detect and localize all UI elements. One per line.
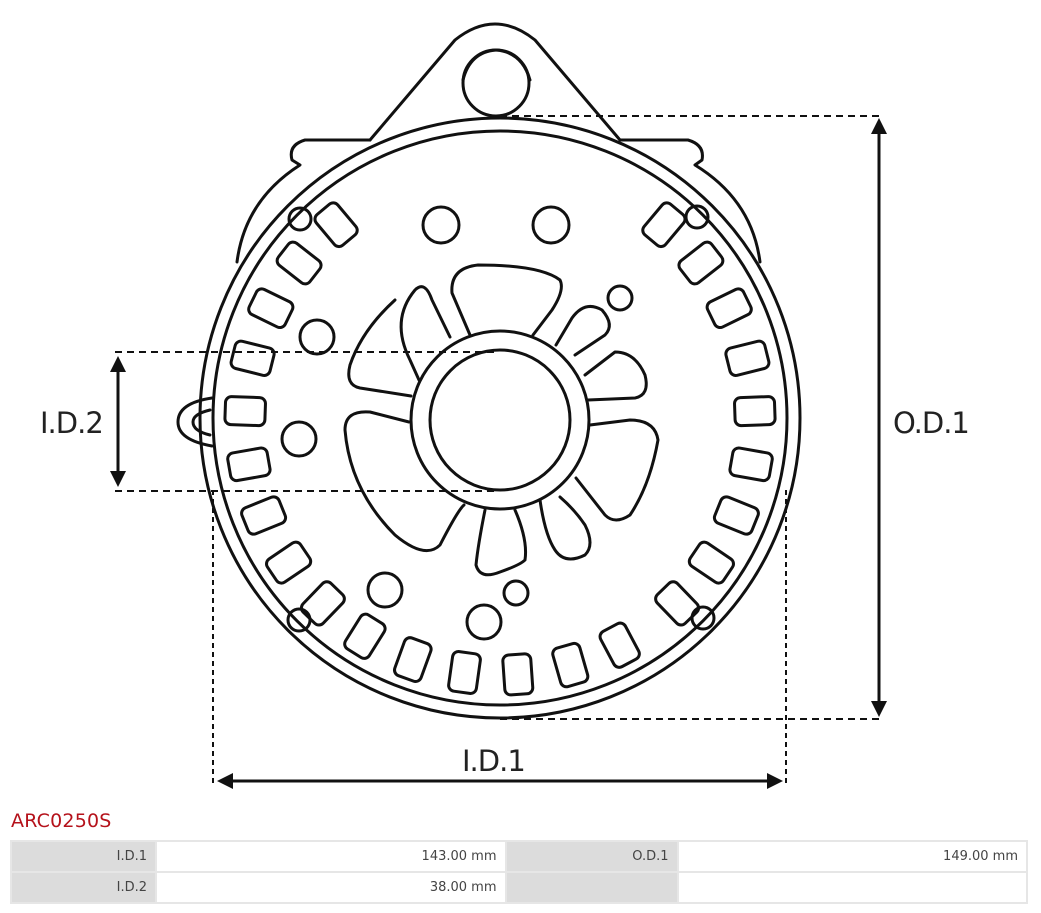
vent-slot xyxy=(226,446,272,483)
vent-blade xyxy=(583,350,648,402)
part-code: ARC0250S xyxy=(11,810,112,832)
vent-slot xyxy=(598,621,641,669)
vent-slot xyxy=(641,201,687,249)
spec-label: I.D.2 xyxy=(12,873,155,902)
vent-slots xyxy=(223,201,777,697)
vent-slot xyxy=(687,540,735,585)
vent-slot xyxy=(240,495,288,536)
spec-value xyxy=(678,873,1026,902)
vent-blade xyxy=(574,418,660,522)
mount-hole xyxy=(465,603,503,641)
vent-slot xyxy=(677,240,725,286)
housing-shoulder-left xyxy=(235,138,372,264)
table-row: I.D.1 143.00 mm O.D.1 149.00 mm xyxy=(12,842,1026,871)
rim-hole xyxy=(287,206,313,232)
inner-ring xyxy=(211,129,789,707)
rim-hole xyxy=(286,607,312,633)
side-tab xyxy=(176,396,214,448)
vent-slot xyxy=(229,339,276,377)
hub-inner xyxy=(428,348,572,492)
mount-hole xyxy=(531,205,571,245)
housing-shoulder-right xyxy=(618,138,762,264)
technical-drawing: I.D.2 O.D.1 I.D.1 xyxy=(40,22,970,789)
vent-slot xyxy=(265,540,313,585)
mount-hole xyxy=(298,318,336,356)
spec-label: I.D.1 xyxy=(12,842,155,871)
spec-label: O.D.1 xyxy=(506,842,677,871)
vent-blade xyxy=(450,263,563,337)
label-id2: I.D.2 xyxy=(40,406,103,440)
vent-slot xyxy=(551,641,590,689)
vent-blade xyxy=(347,298,413,398)
vent-slot xyxy=(447,650,482,695)
small-hole xyxy=(606,284,634,312)
vent-slot xyxy=(501,652,535,697)
mount-hole xyxy=(366,571,404,609)
mounting-ear xyxy=(368,22,622,142)
table-row: I.D.2 38.00 mm xyxy=(12,873,1026,902)
spec-value: 149.00 mm xyxy=(678,842,1026,871)
vent-slot xyxy=(733,395,777,428)
rim-hole xyxy=(690,605,716,631)
vent-slot xyxy=(223,395,267,428)
vent-slot xyxy=(705,287,753,330)
vent-slot xyxy=(724,339,771,377)
vent-slot xyxy=(275,240,323,286)
small-hole xyxy=(502,579,530,607)
vent-slot xyxy=(299,580,346,627)
vent-blade xyxy=(343,410,466,553)
mount-hole xyxy=(280,420,318,458)
spec-value: 143.00 mm xyxy=(157,842,505,871)
vent-slot xyxy=(247,287,295,330)
vent-slot xyxy=(392,636,433,683)
spec-table: I.D.1 143.00 mm O.D.1 149.00 mm I.D.2 38… xyxy=(10,840,1028,904)
spec-value: 38.00 mm xyxy=(157,873,505,902)
spec-label xyxy=(506,873,677,902)
vent-slot xyxy=(728,446,774,483)
hub-outer xyxy=(409,329,591,511)
label-od1: O.D.1 xyxy=(893,406,969,440)
vent-slot xyxy=(712,495,760,536)
vent-blade xyxy=(474,508,527,577)
vent-blade xyxy=(554,304,611,357)
vent-slot xyxy=(343,612,387,660)
mount-hole xyxy=(421,205,461,245)
vent-slot xyxy=(654,580,701,627)
vent-blade xyxy=(538,495,592,561)
vent-blade xyxy=(399,285,452,382)
label-id1: I.D.1 xyxy=(462,744,525,778)
vent-slot xyxy=(313,201,359,249)
